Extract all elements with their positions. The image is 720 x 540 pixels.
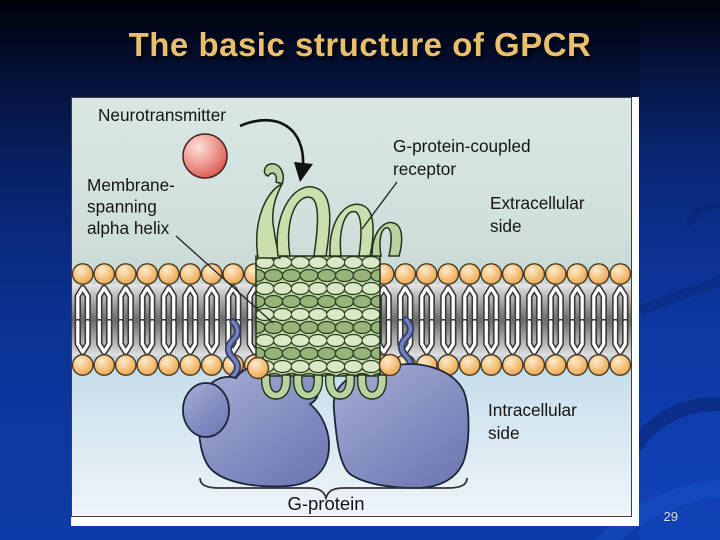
g-protein-label: G-protein bbox=[287, 493, 364, 514]
extracellular-loops bbox=[256, 163, 403, 259]
g-protein-small-subunit bbox=[182, 382, 230, 438]
intracellular-label-line2: side bbox=[488, 423, 520, 443]
binding-arrow-icon bbox=[239, 118, 313, 182]
receptor-label-line1: G-protein-coupled bbox=[393, 136, 531, 156]
neurotransmitter-ball bbox=[182, 133, 228, 179]
slide-page-number: 29 bbox=[663, 509, 678, 524]
receptor-label-line2: receptor bbox=[393, 159, 456, 179]
receptor-helix-bundle bbox=[255, 163, 403, 400]
slide-title: The basic structure of GPCR bbox=[128, 26, 592, 63]
flanking-lipid-head-left bbox=[246, 356, 270, 380]
g-protein-brace bbox=[199, 477, 468, 502]
extracellular-label-line2: side bbox=[490, 216, 522, 236]
alpha-helix-pointer-line bbox=[175, 235, 274, 324]
gpcr-figure: Neurotransmitter Membrane- spanning alph… bbox=[71, 97, 639, 526]
neurotransmitter-label: Neurotransmitter bbox=[98, 105, 226, 125]
receptor-pointer-line bbox=[361, 181, 398, 230]
membrane-spanning-label-line3: alpha helix bbox=[87, 218, 170, 238]
membrane-spanning-label-line2: spanning bbox=[87, 197, 157, 217]
flanking-lipid-head-right bbox=[378, 353, 402, 377]
gpcr-diagram: Neurotransmitter Membrane- spanning alph… bbox=[71, 97, 632, 517]
intracellular-label-line1: Intracellular bbox=[488, 400, 577, 420]
background-right-band bbox=[640, 0, 720, 540]
extracellular-label-line1: Extracellular bbox=[490, 193, 585, 213]
membrane-spanning-label-line1: Membrane- bbox=[87, 175, 175, 195]
transmembrane-helices bbox=[255, 255, 381, 377]
